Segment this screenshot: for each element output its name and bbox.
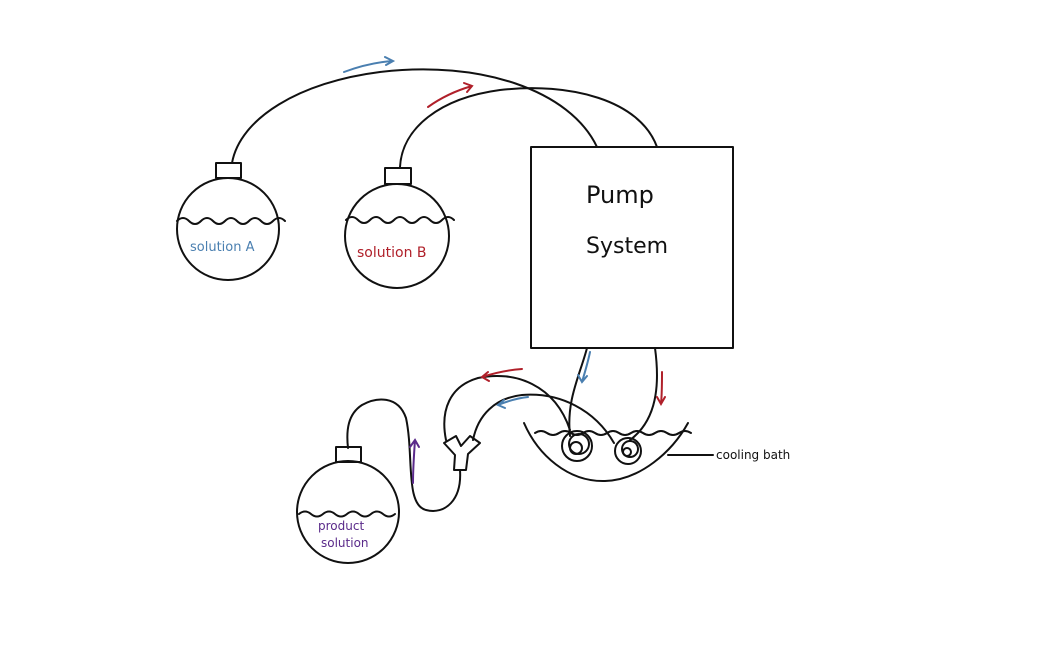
label-system: System	[586, 234, 668, 259]
label-pump: Pump	[586, 181, 654, 209]
flow-arrow-b-left	[480, 368, 523, 382]
label-solution-a: solution A	[190, 240, 255, 255]
flow-arrow-solution-b	[427, 82, 474, 108]
tube-coil-to-mixer-inner	[472, 393, 615, 444]
label-product-solution: solution	[321, 536, 369, 550]
arrow-a-top	[343, 56, 396, 73]
label-solution-b: solution B	[357, 245, 427, 261]
tube-solution-a	[231, 68, 598, 164]
y-mixer	[443, 435, 481, 471]
tube-pump-to-coil-left	[568, 347, 588, 437]
tube-pump-to-coil-right	[629, 347, 658, 441]
tube-mixer-to-product	[346, 398, 462, 512]
flow-arrow-product-up	[409, 438, 420, 484]
flask-solution-b	[344, 167, 455, 289]
label-product: product	[318, 519, 364, 533]
label-cooling-bath: cooling bath	[716, 448, 790, 462]
flask-product	[296, 446, 400, 564]
tube-solution-b	[399, 87, 658, 168]
pump-system-box	[530, 146, 734, 349]
tube-coil-to-mixer-outer	[443, 374, 571, 441]
flask-solution-a	[176, 162, 286, 281]
coil-right	[614, 437, 642, 465]
flow-arrow-a-left	[496, 396, 529, 409]
flow-arrow-solution-a	[343, 56, 396, 73]
flow-arrow-a-down	[577, 351, 591, 384]
coil-left	[561, 430, 593, 462]
cooling-bath	[523, 422, 714, 483]
flow-arrow-b-down	[656, 371, 666, 407]
